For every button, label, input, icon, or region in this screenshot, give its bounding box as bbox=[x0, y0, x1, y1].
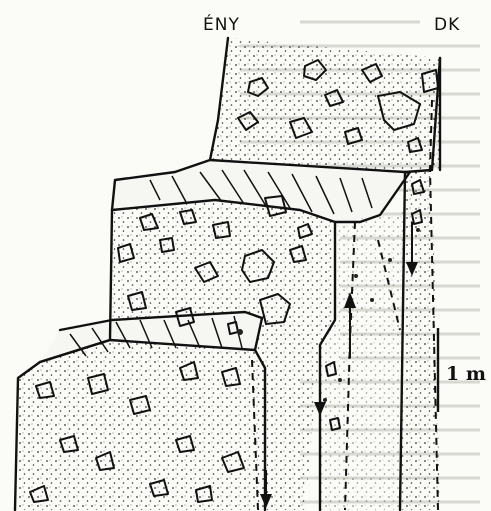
scale-label: 1 m bbox=[446, 363, 486, 385]
conglomerate-layers bbox=[15, 38, 440, 510]
fault-zone-fill bbox=[320, 212, 405, 510]
upper-block-fill bbox=[210, 38, 440, 172]
lower-block-fill bbox=[15, 340, 265, 510]
left-direction-label: ÉNY bbox=[203, 13, 240, 35]
right-direction-label: DK bbox=[434, 15, 460, 35]
